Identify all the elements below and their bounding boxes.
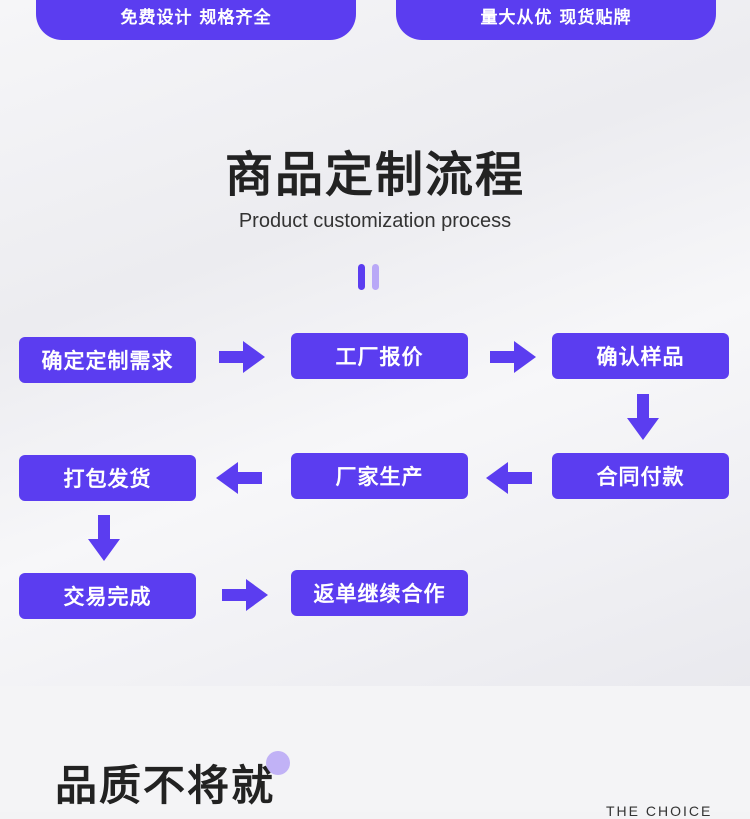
arrow-left-icon	[216, 461, 262, 495]
step-2: 工厂报价	[291, 333, 468, 379]
quality-tag: THE CHOICE	[606, 803, 713, 819]
decor-dot	[266, 751, 290, 775]
step-7: 交易完成	[19, 573, 196, 619]
step-2-label: 工厂报价	[335, 345, 424, 369]
decor-bar-light	[372, 264, 379, 290]
decor-bar-dark	[358, 264, 365, 290]
quality-section-background	[0, 686, 750, 812]
step-6: 打包发货	[19, 455, 196, 501]
step-5-label: 厂家生产	[335, 465, 424, 489]
quality-title: 品质不将就	[55, 761, 276, 810]
banner-right-label: 量大从优 现货贴牌	[480, 7, 632, 28]
banner-left-label: 免费设计 规格齐全	[120, 7, 272, 28]
step-8: 返单继续合作	[291, 570, 468, 616]
step-4-label: 合同付款	[596, 465, 685, 489]
step-8-label: 返单继续合作	[313, 582, 446, 606]
process-subtitle: Product customization process	[238, 210, 512, 232]
arrow-down-icon	[87, 515, 121, 561]
arrow-right-icon	[222, 578, 268, 612]
arrow-right-icon	[490, 340, 536, 374]
step-5: 厂家生产	[291, 453, 468, 499]
process-title: 商品定制流程	[224, 147, 525, 203]
step-3: 确认样品	[552, 333, 729, 379]
step-6-label: 打包发货	[63, 467, 152, 491]
step-7-label: 交易完成	[63, 585, 152, 609]
step-4: 合同付款	[552, 453, 729, 499]
arrow-left-icon	[486, 461, 532, 495]
banner-right-pill: 量大从优 现货贴牌	[396, 0, 716, 40]
arrow-down-icon	[626, 394, 660, 440]
step-1: 确定定制需求	[19, 337, 196, 383]
step-1-label: 确定定制需求	[41, 349, 174, 373]
step-3-label: 确认样品	[596, 345, 685, 369]
banner-left-pill: 免费设计 规格齐全	[36, 0, 356, 40]
arrow-right-icon	[219, 340, 265, 374]
